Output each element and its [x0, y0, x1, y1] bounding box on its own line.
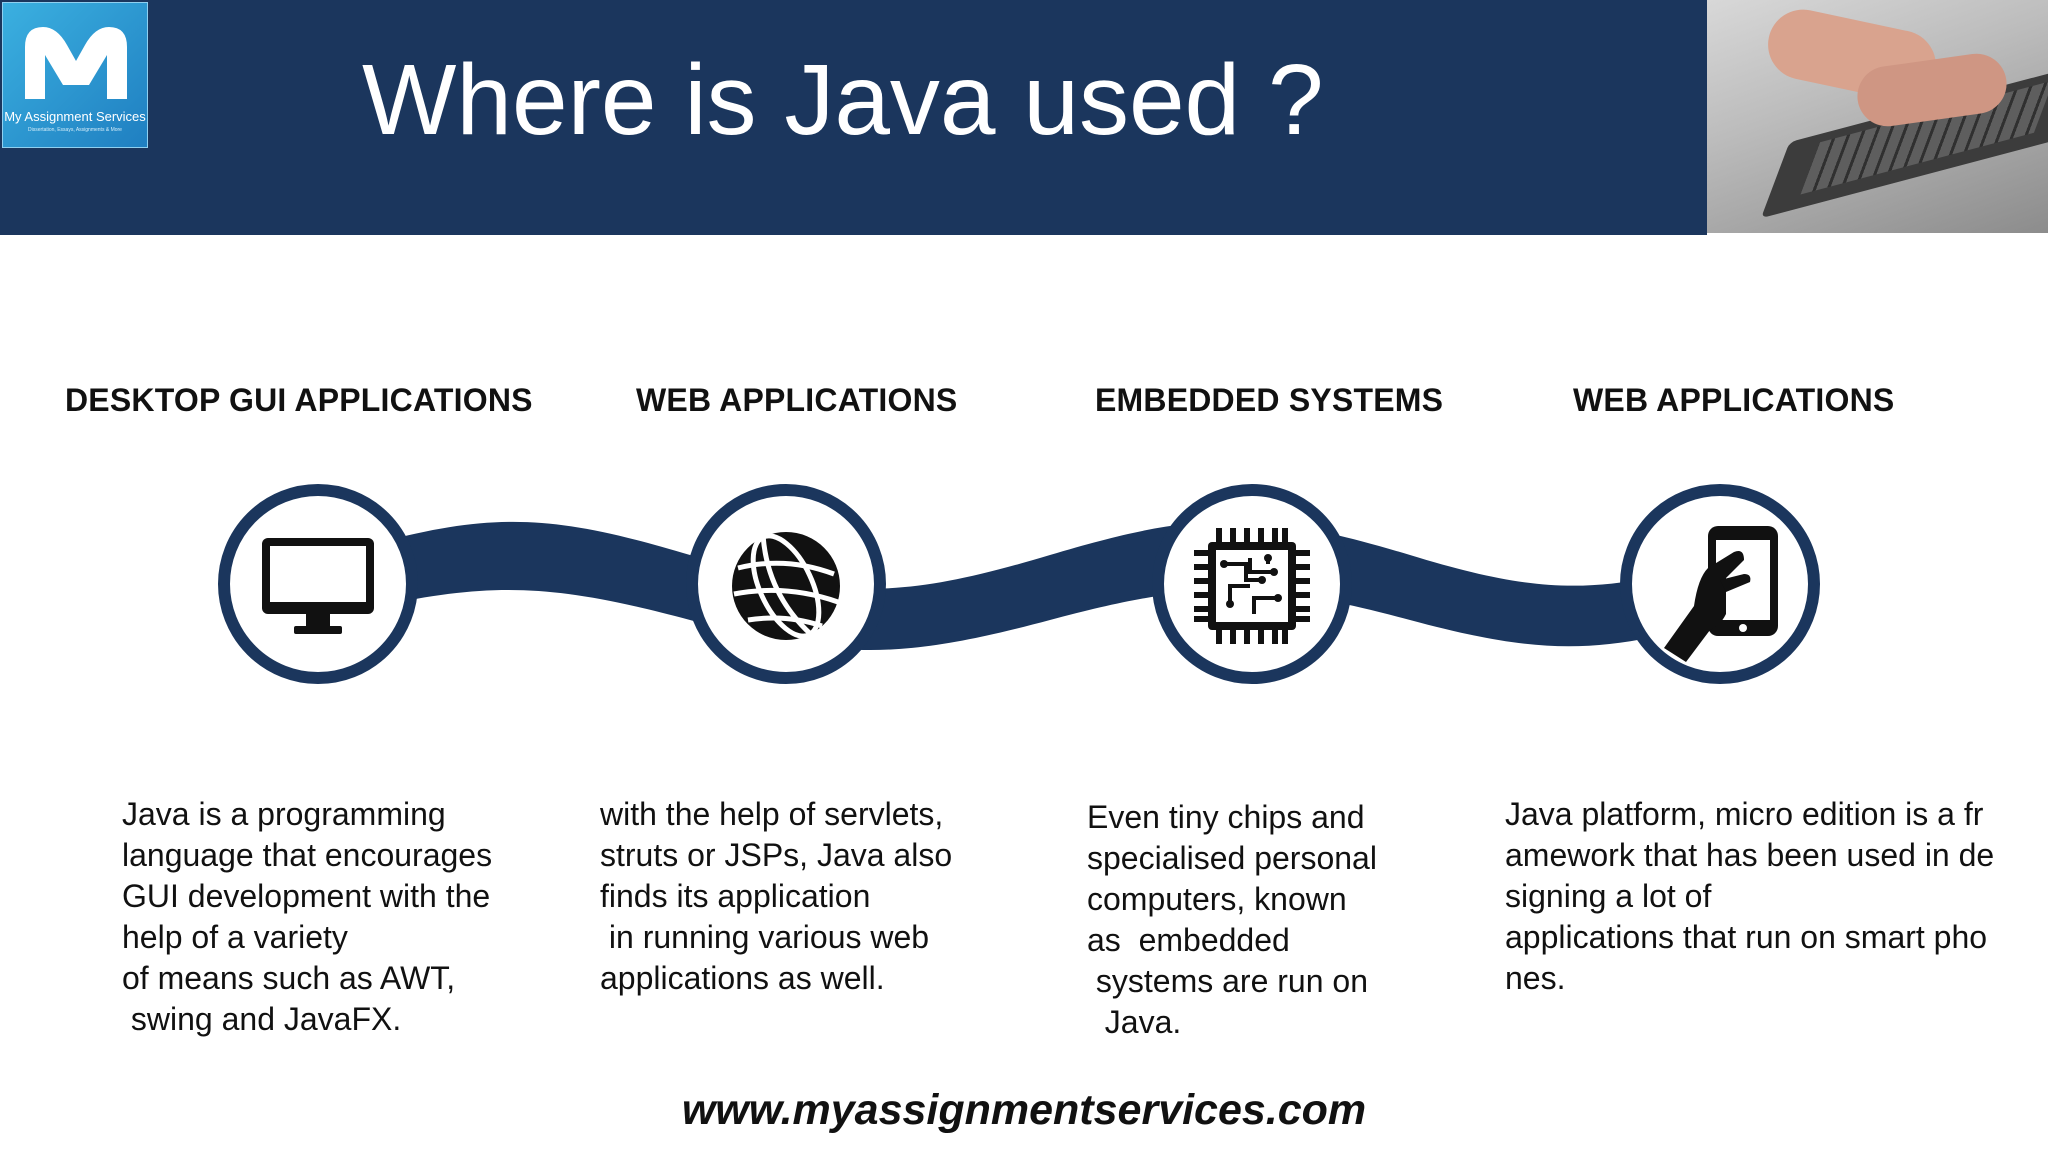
website-url[interactable]: www.myassignmentservices.com	[681, 1086, 1367, 1134]
heading-web-applications: WEB APPLICATIONS	[636, 382, 958, 418]
desc-desktop-gui: Java is a programming language that enco…	[122, 796, 493, 1037]
heading-embedded-systems: EMBEDDED SYSTEMS	[1095, 382, 1444, 418]
desc-embedded-systems: Even tiny chips and specialised personal…	[1087, 799, 1377, 1040]
chip-icon	[1194, 528, 1310, 644]
page-title: Where is Java used ?	[362, 44, 1324, 156]
heading-web-applications-mobile: WEB APPLICATIONS	[1573, 382, 1895, 418]
desc-web-applications: with the help of servlets, struts or JSP…	[600, 796, 953, 996]
web-applications-circle	[686, 484, 886, 684]
timeline-connector	[320, 521, 1720, 650]
logo-tagline: Dissertation, Essays, Assignments & More	[28, 127, 122, 133]
heading-desktop-gui: DESKTOP GUI APPLICATIONS	[65, 382, 533, 418]
monitor-icon	[262, 538, 374, 634]
logo-name: My Assignment Services	[4, 109, 146, 124]
globe-icon	[732, 532, 840, 640]
desktop-gui-circle	[218, 484, 418, 684]
desc-mobile-applications: Java platform, micro edition is a fr ame…	[1505, 796, 1995, 996]
m-logo-icon	[25, 27, 127, 99]
header-banner: My Assignment Services Dissertation, Ess…	[0, 0, 1707, 235]
logo: My Assignment Services Dissertation, Ess…	[2, 2, 148, 148]
embedded-systems-circle	[1152, 484, 1352, 684]
laptop-typing-photo	[1707, 0, 2048, 233]
mobile-applications-circle	[1620, 484, 1820, 684]
smartphone-hand-icon	[1664, 526, 1778, 662]
